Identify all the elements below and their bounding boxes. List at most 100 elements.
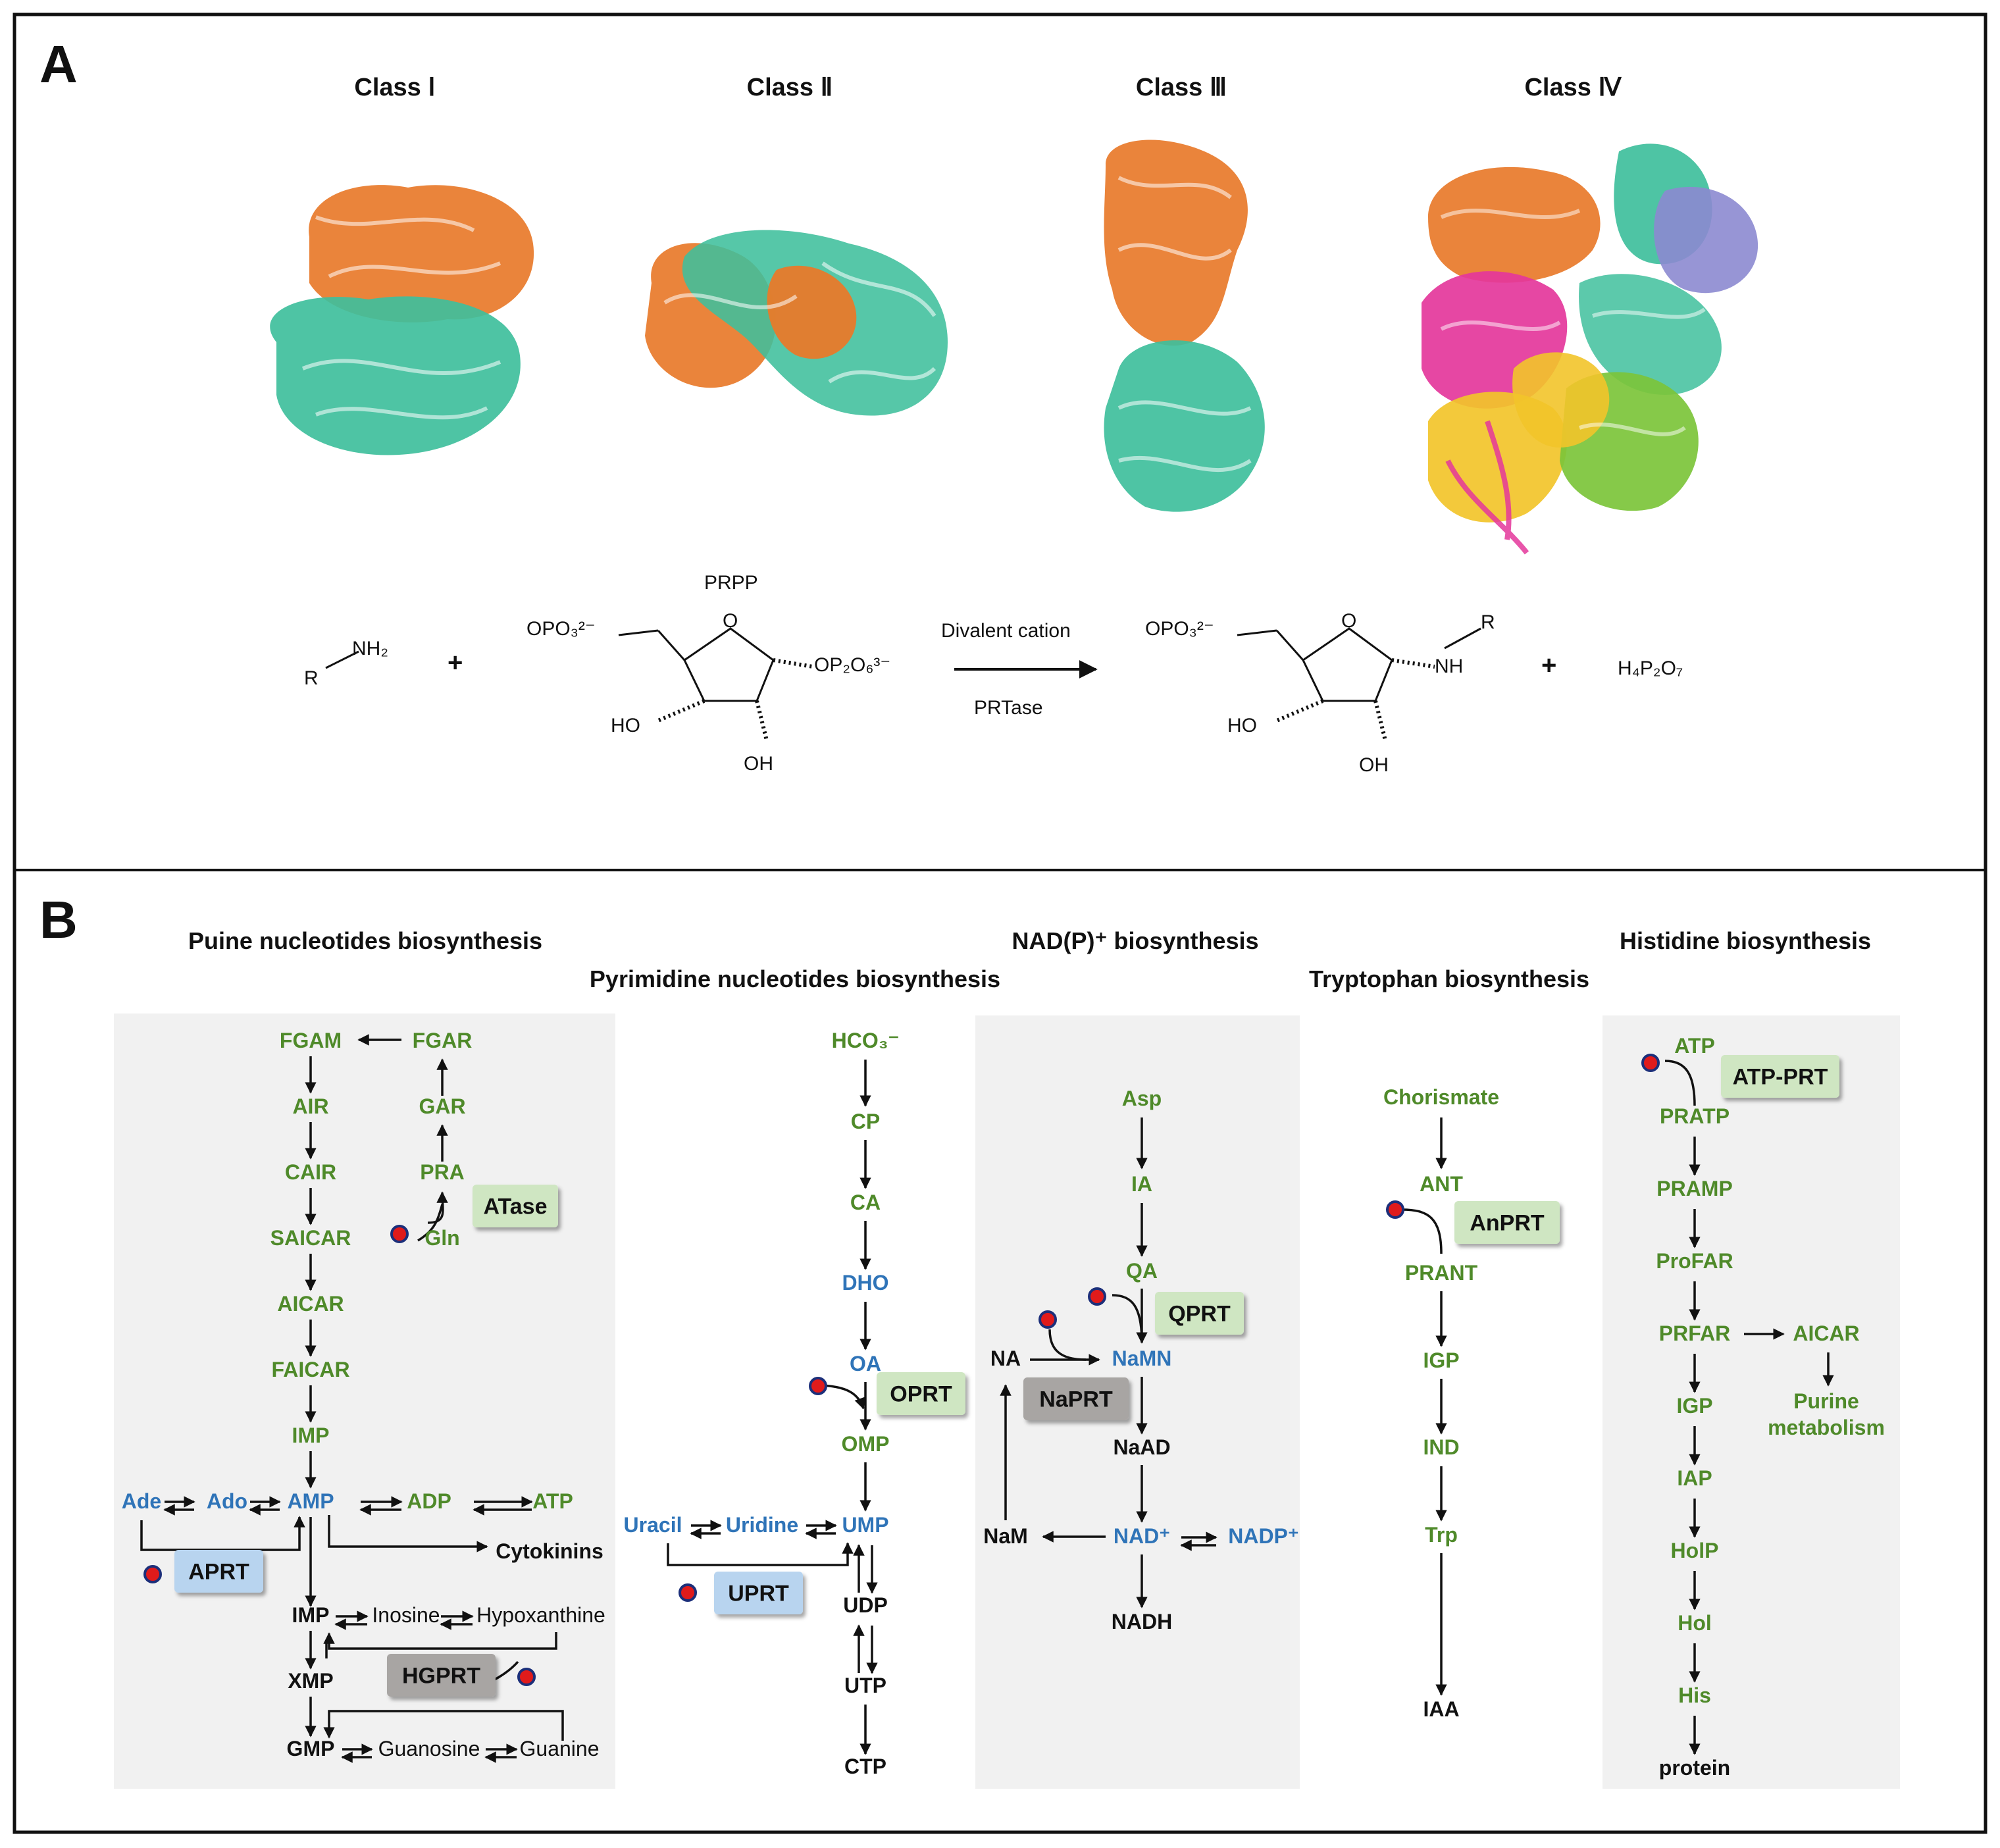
metabolite-label: Cytokinins bbox=[496, 1539, 603, 1563]
metabolite-label: PRAMP bbox=[1656, 1177, 1733, 1200]
metabolite-label: IA bbox=[1131, 1172, 1152, 1196]
hydroxyl-label: HO bbox=[611, 715, 640, 736]
enzyme-label: OPRT bbox=[890, 1382, 952, 1407]
enzyme-label: ATase bbox=[483, 1194, 547, 1219]
metabolite-label: UTP bbox=[844, 1674, 886, 1697]
reaction-enzyme: PRTase bbox=[974, 697, 1043, 719]
enzyme-box: ATase bbox=[473, 1185, 558, 1227]
enzyme-box: QPRT bbox=[1155, 1292, 1244, 1335]
pathway-connector bbox=[667, 1542, 854, 1566]
metabolite-label: IAA bbox=[1423, 1697, 1459, 1721]
section-title-nad: NAD(P)⁺ biosynthesis bbox=[1012, 927, 1258, 954]
metabolite-label: AMP bbox=[287, 1489, 334, 1513]
pathway-connector bbox=[427, 1191, 448, 1224]
metabolite-label: CP bbox=[851, 1110, 880, 1133]
reaction-condition: Divalent cation bbox=[941, 620, 1071, 642]
metabolite-label: SAICAR bbox=[270, 1226, 351, 1250]
nh-group: NH bbox=[1435, 655, 1463, 677]
section-title-purine: Puine nucleotides biosynthesis bbox=[188, 927, 542, 954]
panel-b: B Puine nucleotides biosynthesis Pyrimid… bbox=[39, 890, 1900, 1789]
ligand-dot bbox=[143, 1565, 162, 1583]
enzyme-box: UPRT bbox=[714, 1572, 803, 1614]
metabolite-label: metabolism bbox=[1768, 1416, 1885, 1439]
class-label: Class Ⅱ bbox=[747, 74, 833, 101]
metabolite-label: NaMN bbox=[1112, 1347, 1172, 1370]
metabolite-label: protein bbox=[1659, 1756, 1730, 1780]
class-label: Class Ⅲ bbox=[1136, 74, 1227, 101]
panel-a: A Class Ⅰ Class Ⅱ Class Ⅲ Class Ⅳ bbox=[39, 35, 1758, 776]
metabolite-label: DHO bbox=[842, 1271, 888, 1295]
metabolite-label: IND bbox=[1423, 1435, 1459, 1459]
enzyme-box: HGPRT bbox=[387, 1654, 496, 1697]
ligand-dot bbox=[1038, 1310, 1057, 1329]
metabolite-label: IGP bbox=[1423, 1348, 1459, 1372]
amine-r: R bbox=[304, 667, 319, 689]
metabolite-label: Chorismate bbox=[1383, 1085, 1499, 1109]
metabolite-label: ATP bbox=[1674, 1034, 1715, 1058]
ligand-dots bbox=[143, 1054, 1660, 1686]
enzyme-box: AnPRT bbox=[1454, 1201, 1560, 1244]
metabolite-label: XMP bbox=[288, 1669, 333, 1693]
enzyme-label: APRT bbox=[188, 1560, 249, 1585]
enzyme-label: NaPRT bbox=[1039, 1387, 1113, 1412]
metabolite-label: IAP bbox=[1677, 1466, 1712, 1490]
metabolite-label: Ado bbox=[207, 1489, 247, 1513]
plus-sign: + bbox=[448, 648, 463, 677]
metabolite-label: His bbox=[1678, 1683, 1711, 1707]
enzyme-label: ATP-PRT bbox=[1733, 1065, 1828, 1090]
metabolite-label: Asp bbox=[1122, 1087, 1162, 1110]
ligand-dot bbox=[517, 1668, 536, 1686]
metabolite-label: PRATP bbox=[1660, 1104, 1730, 1128]
metabolite-label: ATP bbox=[532, 1489, 573, 1513]
enzyme-box: APRT bbox=[174, 1550, 263, 1593]
metabolite-label: FAICAR bbox=[271, 1358, 349, 1381]
metabolite-label: IGP bbox=[1676, 1394, 1712, 1418]
metabolite-label: NADH bbox=[1112, 1610, 1172, 1633]
metabolite-label: UDP bbox=[843, 1593, 888, 1617]
r-group: R bbox=[1481, 611, 1495, 633]
metabolite-label: Trp bbox=[1425, 1523, 1458, 1547]
section-title-pyrimidine: Pyrimidine nucleotides biosynthesis bbox=[590, 965, 1000, 992]
metabolite-label: HCO₃⁻ bbox=[832, 1029, 900, 1052]
pathway-connector bbox=[323, 1632, 557, 1650]
metabolite-label: FGAM bbox=[280, 1029, 342, 1052]
metabolite-label: ProFAR bbox=[1656, 1249, 1733, 1273]
metabolite-label: NaAD bbox=[1113, 1435, 1170, 1459]
metabolite-label: ANT bbox=[1420, 1172, 1463, 1196]
metabolite-label: QA bbox=[1126, 1259, 1158, 1283]
figure-frame bbox=[13, 13, 1987, 1834]
metabolite-label: CAIR bbox=[285, 1160, 336, 1184]
hydroxyl-label: OH bbox=[744, 753, 773, 775]
ligand-dot bbox=[1088, 1287, 1106, 1306]
metabolite-label: IMP bbox=[292, 1424, 330, 1447]
metabolite-label: NAD⁺ bbox=[1114, 1524, 1170, 1548]
enzyme-label: AnPRT bbox=[1470, 1211, 1545, 1236]
class-3-structure bbox=[1104, 140, 1265, 512]
prpp-reaction bbox=[325, 627, 1481, 741]
reaction-labels: R NH₂ + PRPP OPO₃²⁻ O OP₂O₆³⁻ HO OH Diva… bbox=[304, 572, 1683, 776]
pathway-connector bbox=[1048, 1329, 1087, 1361]
pathway-connector bbox=[1401, 1208, 1443, 1254]
section-title-tryptophan: Tryptophan biosynthesis bbox=[1309, 965, 1589, 992]
enzyme-label: QPRT bbox=[1168, 1302, 1231, 1327]
metabolite-label: AIR bbox=[292, 1094, 328, 1118]
metabolite-label: OA bbox=[850, 1352, 881, 1375]
pathway-connector bbox=[323, 1710, 564, 1741]
panel-a-label: A bbox=[39, 35, 78, 93]
class-4-structure bbox=[1422, 143, 1758, 555]
ligand-dot bbox=[390, 1225, 409, 1243]
metabolite-label: Gln bbox=[424, 1226, 459, 1250]
class-label: Class Ⅰ bbox=[354, 74, 435, 101]
metabolite-label: HolP bbox=[1671, 1539, 1719, 1562]
metabolite-label: OMP bbox=[842, 1432, 890, 1456]
ligand-dot bbox=[1641, 1054, 1660, 1072]
panel-bg-histidine bbox=[1603, 1015, 1900, 1789]
prpp-label: PRPP bbox=[704, 572, 758, 594]
panel-bg-purine bbox=[114, 1014, 615, 1789]
ring-oxygen: O bbox=[1341, 610, 1356, 632]
amine-nh2: NH₂ bbox=[352, 638, 388, 659]
ligand-dot bbox=[1386, 1200, 1404, 1219]
metabolite-label: NA bbox=[990, 1347, 1021, 1370]
